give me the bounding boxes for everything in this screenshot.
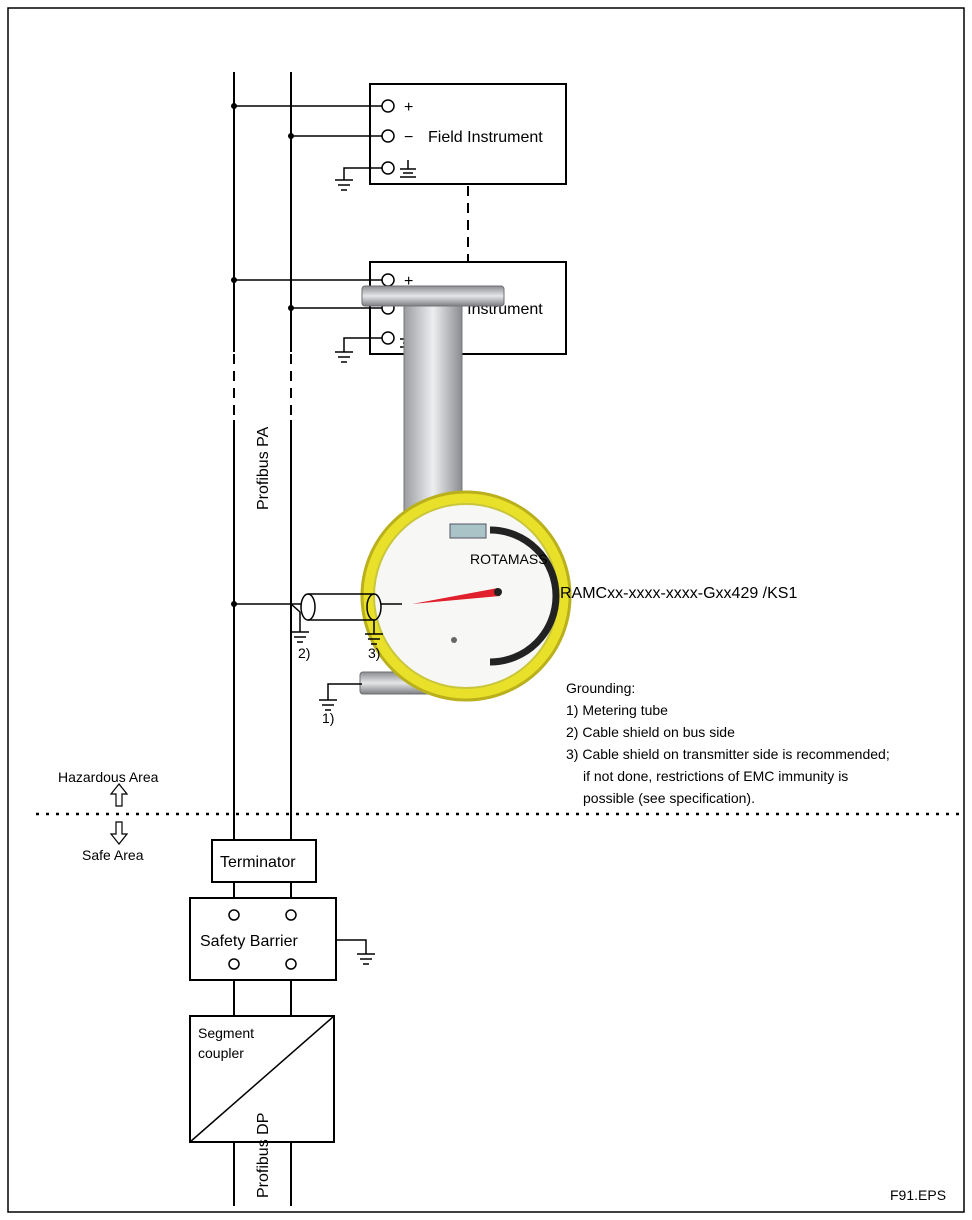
segment-coupler-box: Segment coupler (189, 1015, 335, 1143)
field-instrument-label: Field Instrument (428, 129, 543, 146)
shielded-cable (231, 593, 402, 645)
plus-terminal-label: + (404, 99, 413, 116)
field-instrument-1: + − Field Instrument (231, 83, 567, 191)
metering-tube-ground (318, 683, 362, 711)
meter-model-label: RAMCxx-xxxx-xxxx-Gxx429 /KS1 (560, 585, 797, 602)
earth-symbol-icon (400, 160, 416, 178)
safety-barrier-box: Safety Barrier (189, 897, 376, 981)
ground-marker-1: 1) (322, 710, 334, 726)
page-frame (7, 7, 965, 1213)
figure-id: F91.EPS (890, 1187, 946, 1203)
terminator-label: Terminator (220, 854, 296, 871)
grounding-item-3: 3) Cable shield on transmitter side is r… (566, 746, 890, 762)
grounding-item-3-cont: if not done, restrictions of EMC immunit… (583, 768, 848, 784)
field-instrument-2: + − Field Instrument (231, 261, 567, 363)
ground-marker-3: 3) (368, 645, 380, 661)
grounding-title: Grounding: (566, 680, 635, 696)
safe-area-label: Safe Area (82, 847, 144, 863)
safety-barrier-label: Safety Barrier (200, 933, 298, 950)
ground-marker-2: 2) (298, 645, 310, 661)
ground-icon (290, 621, 310, 643)
segment-coupler-label-2: coupler (198, 1045, 244, 1061)
up-arrow-icon (109, 783, 129, 807)
dp-label: Profibus DP (255, 1113, 272, 1198)
bus-label: Profibus PA (255, 426, 272, 510)
hazardous-area-label: Hazardous Area (58, 769, 159, 785)
grounding-item-3-cont2: possible (see specification). (583, 790, 755, 806)
grounding-item-2: 2) Cable shield on bus side (566, 724, 735, 740)
down-arrow-icon (109, 821, 129, 845)
ground-icon (334, 341, 354, 363)
ground-icon (356, 943, 376, 965)
grounding-item-1: 1) Metering tube (566, 702, 668, 718)
segment-coupler-label-1: Segment (198, 1025, 254, 1041)
plus-terminal-label: + (404, 273, 413, 290)
svg-text:ROTAMASS: ROTAMASS (470, 551, 548, 567)
grounding-notes: Grounding: 1) Metering tube 2) Cable shi… (566, 680, 890, 806)
terminator-box: Terminator (211, 839, 317, 883)
minus-terminal-label: − (404, 129, 413, 146)
flowmeter-image: ROTAMASS (359, 285, 572, 702)
ground-icon (318, 689, 338, 711)
ground-icon (334, 169, 354, 191)
bus-conductors (233, 72, 292, 1206)
